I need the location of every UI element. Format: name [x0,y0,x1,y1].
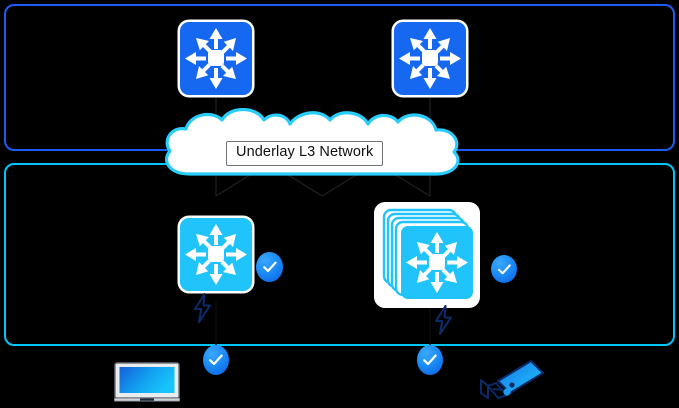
node-spine-1[interactable] [180,22,252,95]
camera-icon [480,360,544,399]
node-spine-2[interactable] [394,22,466,95]
check-icon [209,354,223,366]
cloud-label: Underlay L3 Network [226,141,384,166]
badge-leaf-1-check-circle-icon[interactable] [256,252,283,282]
overlay-zone [4,163,675,346]
node-leaf-1[interactable] [180,218,252,291]
check-icon [423,354,437,366]
endpoint-camera[interactable] [476,352,546,400]
switch-stack-layers [382,208,473,299]
badge-leaf-stack-check-circle-icon[interactable] [491,255,517,283]
switch-icon [180,218,252,291]
underlay-cloud: Underlay L3 Network [160,108,480,180]
check-icon [497,263,511,274]
bolt-leaf-stack-lightning-bolt-icon [433,304,455,340]
laptop-icon [113,362,181,402]
bolt-leaf-1-lightning-bolt-icon [192,292,214,328]
endpoint-laptop[interactable] [113,362,181,403]
router-icon [394,22,466,95]
badge-camera-check-circle-icon[interactable] [417,345,443,375]
badge-laptop-check-circle-icon[interactable] [203,345,229,375]
router-icon [180,22,252,95]
node-leaf-stack[interactable] [374,202,480,308]
check-icon [262,261,277,273]
